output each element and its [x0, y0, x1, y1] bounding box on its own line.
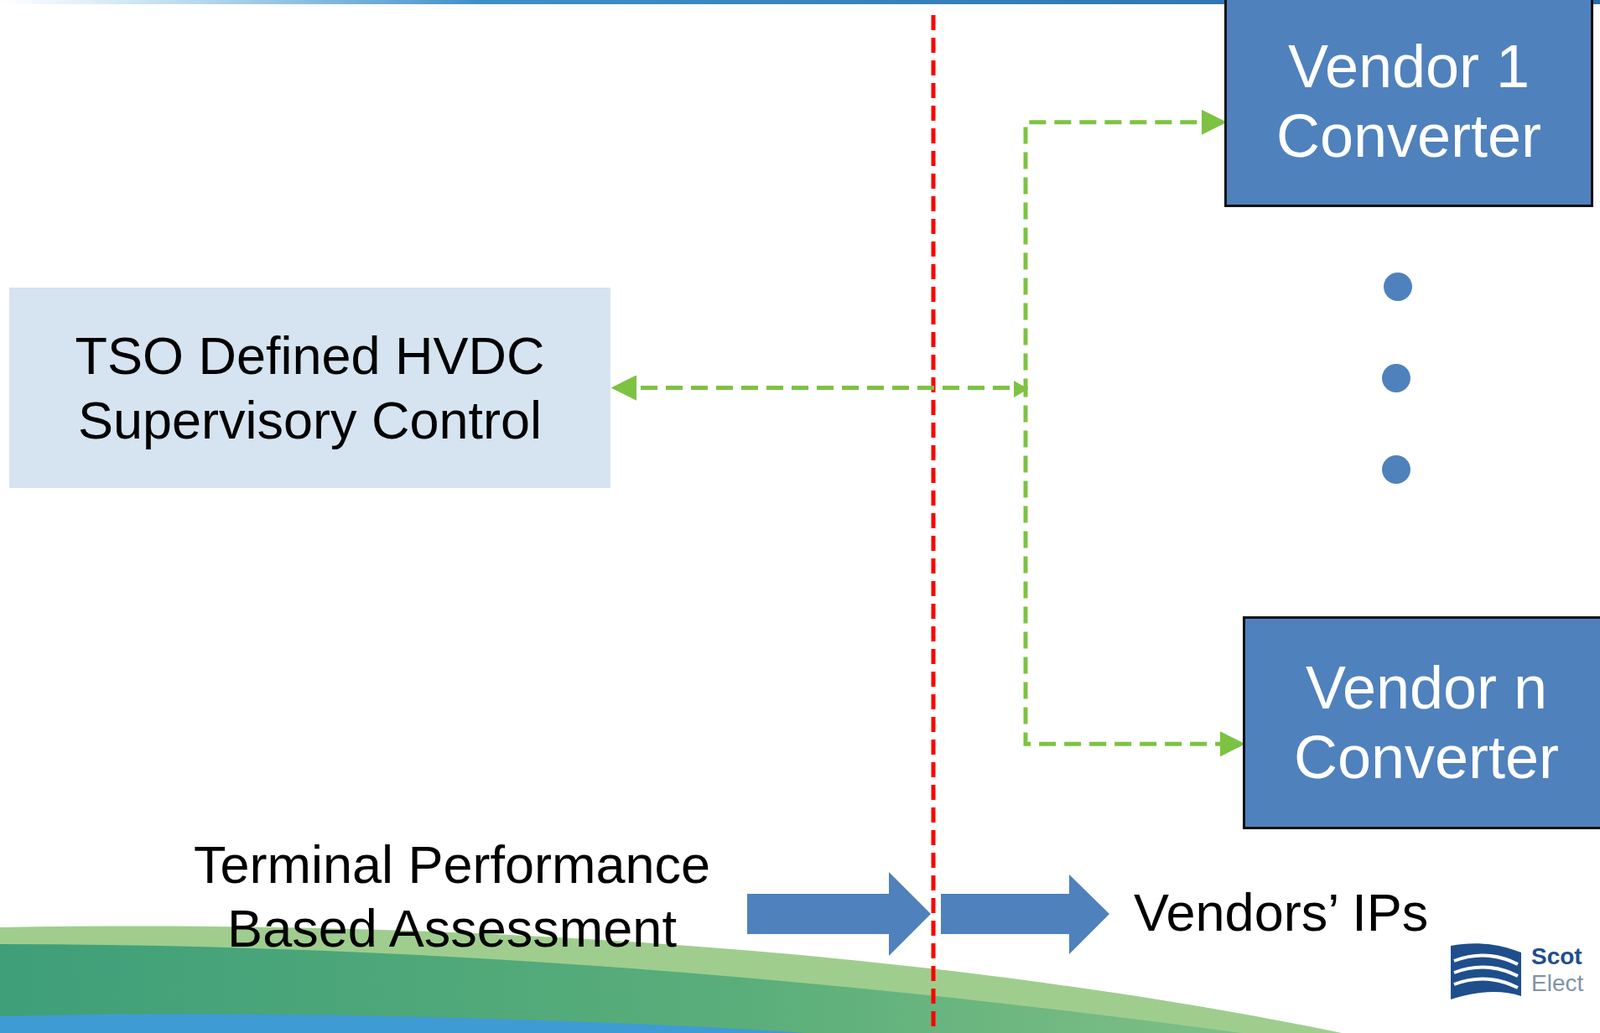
boundary-line: [931, 15, 936, 1033]
converter-box: Vendor 1 Converter: [1224, 0, 1594, 208]
green-swoosh: [0, 944, 1242, 1033]
control-link: [615, 122, 1223, 389]
supervisory-control-box: TSO Defined HVDC Supervisory Control: [9, 287, 611, 489]
converter-box: Vendor n Converter: [1242, 616, 1600, 830]
box-text: Vendor n Converter: [1278, 653, 1575, 793]
control-link: [615, 388, 1242, 745]
block-arrow: [747, 872, 931, 956]
ellipsis-dot: [1381, 455, 1411, 484]
block-arrow: [940, 874, 1110, 955]
box-text: Vendor 1 Converter: [1260, 31, 1558, 172]
logo-text: Elect: [1531, 969, 1599, 998]
ellipsis-dot: [1381, 363, 1411, 393]
assessment-label: Terminal Performance Based Assessment: [183, 833, 721, 961]
logo-icon: [1450, 943, 1522, 1000]
blue-swoosh: [0, 1013, 806, 1033]
box-text: TSO Defined HVDC Supervisory Control: [34, 323, 586, 453]
logo-text: Scot: [1531, 942, 1599, 972]
vendor-ip-label: Vendors’ IPs: [1133, 881, 1445, 946]
ellipsis-dot: [1383, 272, 1413, 302]
